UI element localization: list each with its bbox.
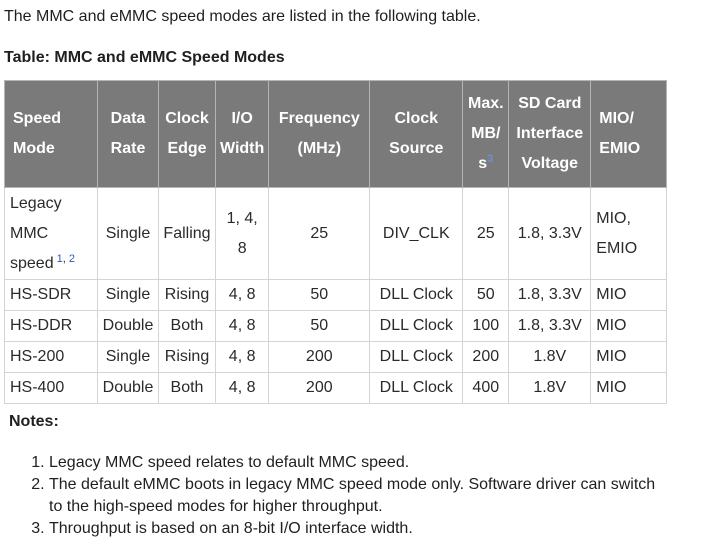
cell-mio-emio: MIO xyxy=(590,372,668,404)
cell-data-rate: Single xyxy=(97,341,159,373)
note-item: Legacy MMC speed relates to default MMC … xyxy=(49,452,669,474)
cell-max-mbs: 400 xyxy=(462,372,510,404)
cell-mio-emio: MIO xyxy=(590,279,668,311)
cell-max-mbs: 100 xyxy=(462,310,510,342)
note-item: The default eMMC boots in legacy MMC spe… xyxy=(49,474,669,518)
cell-speed-mode: HS-SDR xyxy=(4,279,98,311)
cell-max-mbs: 50 xyxy=(462,279,510,311)
header-mio-emio: MIO/EMIO xyxy=(590,80,668,188)
cell-frequency: 200 xyxy=(268,372,371,404)
cell-clock-source: DLL Clock xyxy=(369,372,464,404)
header-frequency: Frequency(MHz) xyxy=(268,80,371,188)
cell-data-rate: Single xyxy=(97,187,159,280)
cell-clock-source: DLL Clock xyxy=(369,279,464,311)
cell-frequency: 50 xyxy=(268,279,371,311)
cell-clock-edge: Rising xyxy=(158,341,216,373)
cell-speed-mode: HS-400 xyxy=(4,372,98,404)
table-row-hs-200: HS-200 Single Rising 4, 8 200 DLL Clock … xyxy=(4,341,668,373)
cell-mio-emio: MIO xyxy=(590,310,668,342)
intro-paragraph: The MMC and eMMC speed modes are listed … xyxy=(4,8,481,25)
cell-max-mbs: 200 xyxy=(462,341,510,373)
cell-voltage: 1.8V xyxy=(508,341,592,373)
cell-io-width: 4, 8 xyxy=(214,372,270,404)
table-row-hs-sdr: HS-SDR Single Rising 4, 8 50 DLL Clock 5… xyxy=(4,279,668,311)
cell-voltage: 1.8, 3.3V xyxy=(508,279,592,311)
cell-frequency: 200 xyxy=(268,341,371,373)
notes-heading: Notes: xyxy=(9,413,59,430)
footnote-link-3[interactable]: 3 xyxy=(487,153,494,165)
table-row-hs-ddr: HS-DDR Double Both 4, 8 50 DLL Clock 100… xyxy=(4,310,668,342)
cell-clock-source: DIV_CLK xyxy=(369,187,464,280)
notes-list: Legacy MMC speed relates to default MMC … xyxy=(12,452,669,540)
cell-io-width: 4, 8 xyxy=(214,341,270,373)
cell-clock-edge: Both xyxy=(158,372,216,404)
table-row-hs-400: HS-400 Double Both 4, 8 200 DLL Clock 40… xyxy=(4,372,668,404)
cell-io-width: 4, 8 xyxy=(214,310,270,342)
cell-speed-mode: HS-200 xyxy=(4,341,98,373)
cell-io-width: 1, 4, 8 xyxy=(214,187,270,280)
cell-clock-source: DLL Clock xyxy=(369,310,464,342)
cell-mio-emio: MIO,EMIO xyxy=(590,187,668,280)
cell-voltage: 1.8V xyxy=(508,372,592,404)
cell-clock-edge: Both xyxy=(158,310,216,342)
cell-data-rate: Double xyxy=(97,372,159,404)
cell-frequency: 50 xyxy=(268,310,371,342)
cell-speed-mode: HS-DDR xyxy=(4,310,98,342)
footnote-link-1[interactable]: 1 xyxy=(56,252,63,265)
cell-data-rate: Single xyxy=(97,279,159,311)
cell-io-width: 4, 8 xyxy=(214,279,270,311)
cell-mio-emio: MIO xyxy=(590,341,668,373)
cell-frequency: 25 xyxy=(268,187,371,280)
note-item: Throughput is based on an 8-bit I/O inte… xyxy=(49,518,669,540)
header-max-mbs: Max.MB/s3 xyxy=(462,80,510,188)
cell-clock-edge: Falling xyxy=(158,187,216,280)
cell-voltage: 1.8, 3.3V xyxy=(508,187,592,280)
cell-data-rate: Double xyxy=(97,310,159,342)
cell-voltage: 1.8, 3.3V xyxy=(508,310,592,342)
footnote-link-2[interactable]: 2 xyxy=(68,252,76,265)
cell-max-mbs: 25 xyxy=(462,187,510,280)
table-title: Table: MMC and eMMC Speed Modes xyxy=(4,49,285,66)
cell-clock-source: DLL Clock xyxy=(369,341,464,373)
cell-clock-edge: Rising xyxy=(158,279,216,311)
